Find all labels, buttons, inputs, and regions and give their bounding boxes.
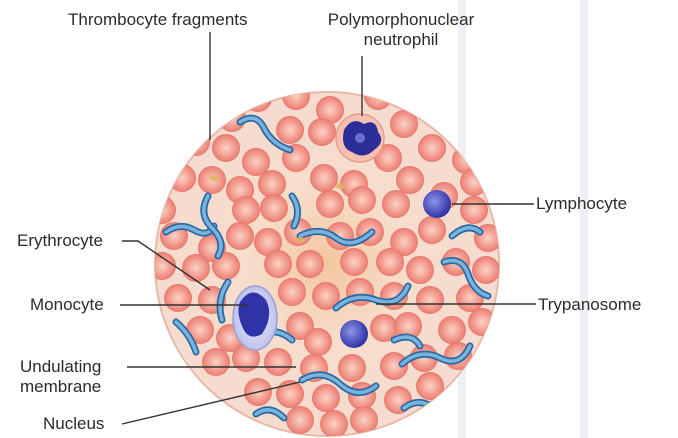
erythrocyte	[213, 135, 240, 162]
thrombocyte-fragment	[295, 237, 305, 243]
erythrocyte	[279, 279, 306, 306]
erythrocyte	[261, 195, 288, 222]
label-neutrophil-line2: neutrophil	[316, 30, 486, 50]
erythrocyte	[265, 349, 292, 376]
erythrocyte	[317, 191, 344, 218]
erythrocyte	[419, 217, 446, 244]
label-neutrophil: Polymorphonuclear neutrophil	[316, 10, 486, 50]
label-undulating-line2: membrane	[20, 377, 101, 397]
label-thrombocyte-fragments: Thrombocyte fragments	[68, 10, 248, 30]
trypanosome-membrane	[288, 75, 336, 85]
label-trypanosome: Trypanosome	[538, 295, 641, 315]
erythrocyte	[351, 407, 378, 434]
thrombocyte-fragment	[209, 175, 219, 181]
label-nucleus: Nucleus	[43, 414, 104, 434]
erythrocyte	[277, 117, 304, 144]
erythrocyte	[233, 197, 260, 224]
lymphocyte-cell	[423, 190, 451, 218]
erythrocyte	[365, 83, 392, 110]
erythrocyte	[287, 407, 314, 434]
neutrophil-lobe	[355, 133, 365, 143]
erythrocyte	[259, 171, 286, 198]
erythrocyte	[407, 257, 434, 284]
erythrocyte	[297, 251, 324, 278]
erythrocyte	[245, 85, 272, 112]
erythrocyte	[419, 135, 446, 162]
erythrocyte	[149, 197, 176, 224]
erythrocyte	[341, 249, 368, 276]
thrombocyte-fragment	[335, 183, 345, 189]
erythrocyte	[377, 249, 404, 276]
erythrocyte	[349, 187, 376, 214]
label-monocyte: Monocyte	[30, 295, 104, 315]
erythrocyte	[313, 385, 340, 412]
erythrocyte	[309, 119, 336, 146]
label-erythrocyte: Erythrocyte	[17, 231, 103, 251]
erythrocyte	[417, 287, 444, 314]
erythrocyte	[305, 329, 332, 356]
erythrocyte	[243, 149, 270, 176]
lymphocyte-cell	[340, 320, 368, 348]
erythrocyte	[383, 191, 410, 218]
trypanosome	[214, 97, 236, 104]
erythrocyte	[469, 309, 496, 336]
label-lymphocyte: Lymphocyte	[536, 194, 627, 214]
trypanosome-membrane	[214, 97, 236, 104]
erythrocyte	[339, 355, 366, 382]
erythrocyte	[227, 223, 254, 250]
erythrocyte	[311, 165, 338, 192]
erythrocyte	[183, 255, 210, 282]
label-undulating-line1: Undulating	[20, 357, 101, 377]
erythrocyte	[203, 349, 230, 376]
erythrocyte	[265, 251, 292, 278]
label-neutrophil-line1: Polymorphonuclear	[316, 10, 486, 30]
erythrocyte	[397, 167, 424, 194]
erythrocyte	[321, 411, 348, 438]
label-undulating-membrane: Undulating membrane	[20, 357, 101, 397]
erythrocyte	[473, 257, 500, 284]
trypanosome	[288, 75, 336, 85]
erythrocyte	[165, 285, 192, 312]
erythrocyte	[461, 197, 488, 224]
erythrocyte	[439, 317, 466, 344]
